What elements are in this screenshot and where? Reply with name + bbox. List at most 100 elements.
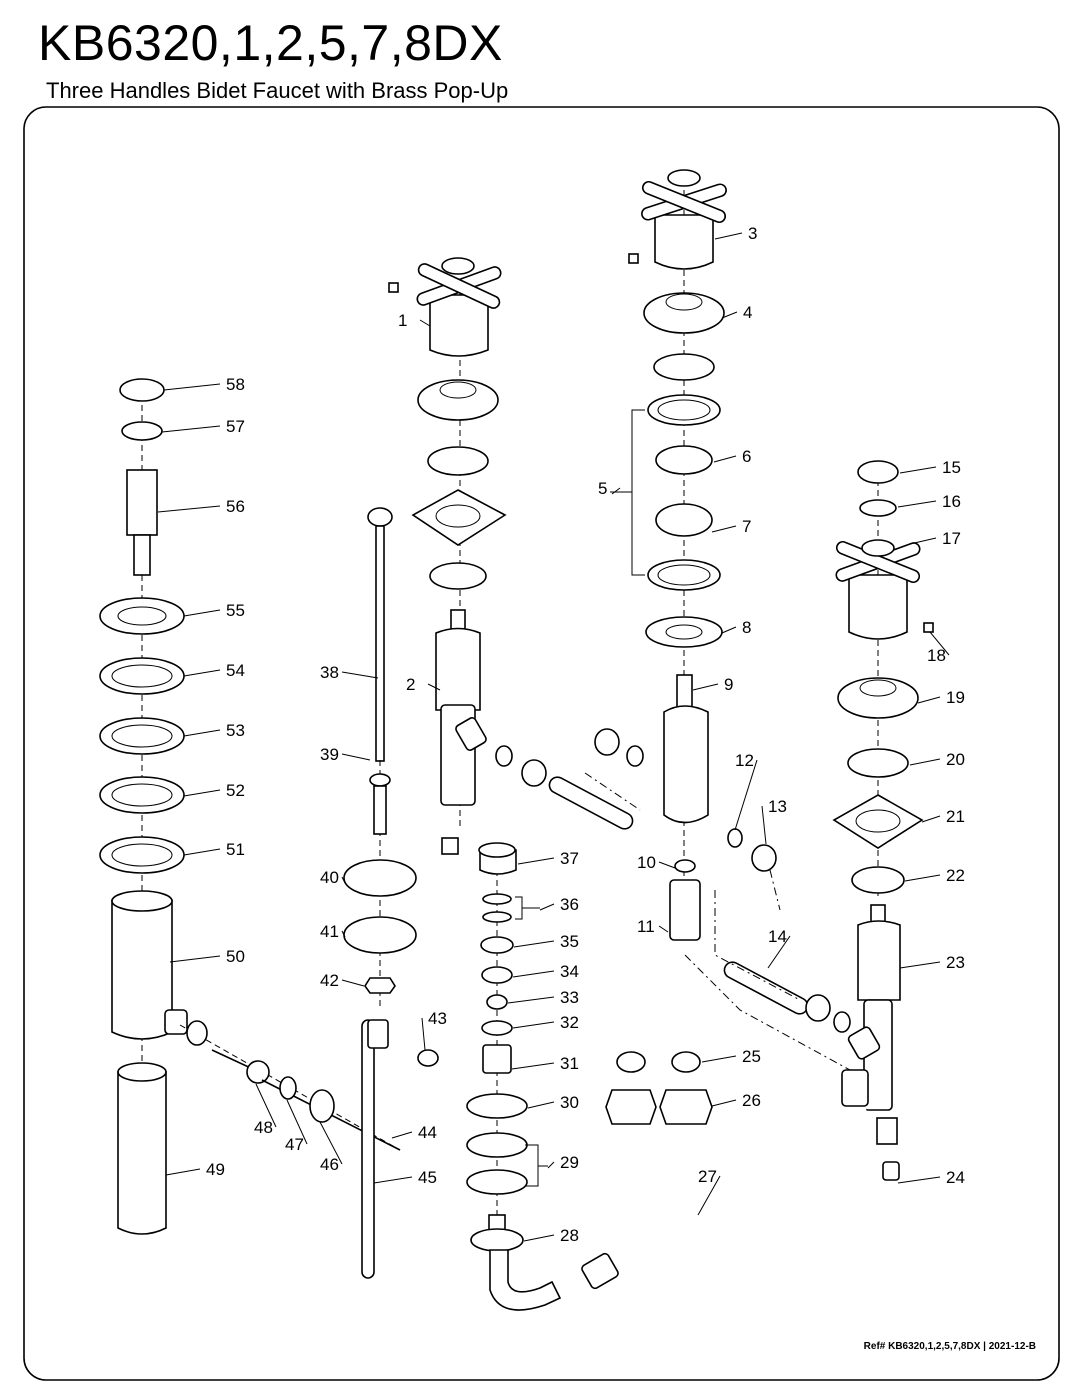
callout-leader-5 xyxy=(611,487,621,495)
callout-label-52: 52 xyxy=(226,781,245,800)
part-18-screw xyxy=(923,622,934,633)
callout-leader-46 xyxy=(319,1121,343,1165)
callout-label-4: 4 xyxy=(743,303,752,322)
callout-leader-3 xyxy=(714,232,743,240)
callout-label-10: 10 xyxy=(637,853,656,872)
part-6 xyxy=(655,445,713,475)
callout-leader-44 xyxy=(391,1131,413,1139)
part-39-screw xyxy=(373,785,387,835)
callout-leader-34 xyxy=(512,970,555,978)
spray-assembly xyxy=(466,842,869,1311)
part-3-handle xyxy=(654,214,714,270)
part-40-washer xyxy=(343,859,417,897)
callout-leader-23 xyxy=(899,961,941,969)
callout-label-43: 43 xyxy=(428,1009,447,1028)
callout-label-24: 24 xyxy=(946,1168,965,1187)
callout-leader-35 xyxy=(513,940,555,948)
popup-drain-assembly xyxy=(99,378,188,1235)
callout-label-31: 31 xyxy=(560,1054,579,1073)
callout-leader-19 xyxy=(917,696,941,704)
callout-leader-48 xyxy=(255,1083,277,1128)
callout-label-51: 51 xyxy=(226,840,245,859)
callout-leader-43 xyxy=(421,1017,426,1051)
diagram-frame xyxy=(23,106,1060,1381)
callout-label-22: 22 xyxy=(946,866,965,885)
callout-label-41: 41 xyxy=(320,922,339,941)
callout-leader-4 xyxy=(721,311,738,319)
model-number: KB6320,1,2,5,7,8DX xyxy=(38,15,503,71)
callout-leader-53 xyxy=(183,729,221,737)
callout-label-20: 20 xyxy=(946,750,965,769)
callout-label-7: 7 xyxy=(742,517,751,536)
part-8-locknut xyxy=(645,616,723,648)
callout-leader-25 xyxy=(701,1055,737,1063)
part-7 xyxy=(655,503,713,537)
part-10-oring xyxy=(674,859,696,873)
callout-leader-1 xyxy=(419,319,431,327)
part-11-fitting xyxy=(669,879,701,941)
callout-leader-15 xyxy=(899,466,937,474)
callout-label-25: 25 xyxy=(742,1047,761,1066)
callout-leader-39 xyxy=(341,753,371,761)
callout-label-40: 40 xyxy=(320,868,339,887)
callout-leader-38 xyxy=(341,671,379,679)
callout-leader-49 xyxy=(165,1168,201,1176)
callout-label-29: 29 xyxy=(560,1153,579,1172)
callout-leader-52 xyxy=(183,789,221,797)
callout-label-58: 58 xyxy=(226,375,245,394)
reference-code: Ref# KB6320,1,2,5,7,8DX | 2021-12-B xyxy=(863,1341,1036,1352)
callout-label-19: 19 xyxy=(946,688,965,707)
callout-label-35: 35 xyxy=(560,932,579,951)
callout-label-16: 16 xyxy=(942,492,961,511)
callout-leader-24 xyxy=(897,1176,941,1184)
callout-leader-26 xyxy=(711,1099,737,1107)
callout-leader-37 xyxy=(517,857,555,865)
part-13-nut xyxy=(751,844,777,872)
callout-leader-27 xyxy=(697,1175,721,1216)
part-56-stopper xyxy=(126,469,158,536)
part-48-ball xyxy=(246,1060,270,1084)
part-callouts: 1234567891011121314151617181920212223242… xyxy=(157,224,965,1245)
callout-label-34: 34 xyxy=(560,962,579,981)
callout-label-44: 44 xyxy=(418,1123,437,1142)
callout-leader-36 xyxy=(539,903,555,911)
left-valve-assembly xyxy=(388,257,507,855)
callout-label-38: 38 xyxy=(320,663,339,682)
callout-label-53: 53 xyxy=(226,721,245,740)
callout-label-36: 36 xyxy=(560,895,579,914)
part-17-handle xyxy=(848,574,908,640)
callout-leader-50 xyxy=(169,955,221,963)
callout-label-13: 13 xyxy=(768,797,787,816)
callout-label-55: 55 xyxy=(226,601,245,620)
callout-leader-56 xyxy=(157,505,221,513)
callout-label-5: 5 xyxy=(598,479,607,498)
callout-leader-51 xyxy=(183,848,221,856)
callout-leader-42 xyxy=(341,979,365,987)
callout-label-50: 50 xyxy=(226,947,245,966)
callout-leader-10 xyxy=(658,861,676,869)
spare-fittings xyxy=(605,1051,713,1125)
callout-label-46: 46 xyxy=(320,1155,339,1174)
callout-label-21: 21 xyxy=(946,807,965,826)
callout-leader-14 xyxy=(767,935,791,969)
callout-leader-31 xyxy=(511,1062,555,1070)
callout-label-56: 56 xyxy=(226,497,245,516)
callout-label-39: 39 xyxy=(320,745,339,764)
right-valve-assembly xyxy=(832,460,934,1181)
part-15-cap xyxy=(857,460,899,484)
callout-label-11: 11 xyxy=(637,917,655,936)
pivot-rod-assembly xyxy=(179,1019,439,1279)
callout-label-48: 48 xyxy=(254,1118,273,1137)
callout-leader-2 xyxy=(427,683,441,691)
part-22-nut xyxy=(851,866,905,894)
part-28 xyxy=(470,1228,524,1252)
callout-leader-13 xyxy=(761,805,767,845)
callout-label-45: 45 xyxy=(418,1168,437,1187)
callout-label-37: 37 xyxy=(560,849,579,868)
part-41-washer xyxy=(343,916,417,954)
part-45-strap xyxy=(361,1019,375,1279)
callout-label-47: 47 xyxy=(285,1135,304,1154)
callout-label-3: 3 xyxy=(748,224,757,243)
part-24-nut xyxy=(876,1117,898,1145)
callout-label-12: 12 xyxy=(735,751,754,770)
